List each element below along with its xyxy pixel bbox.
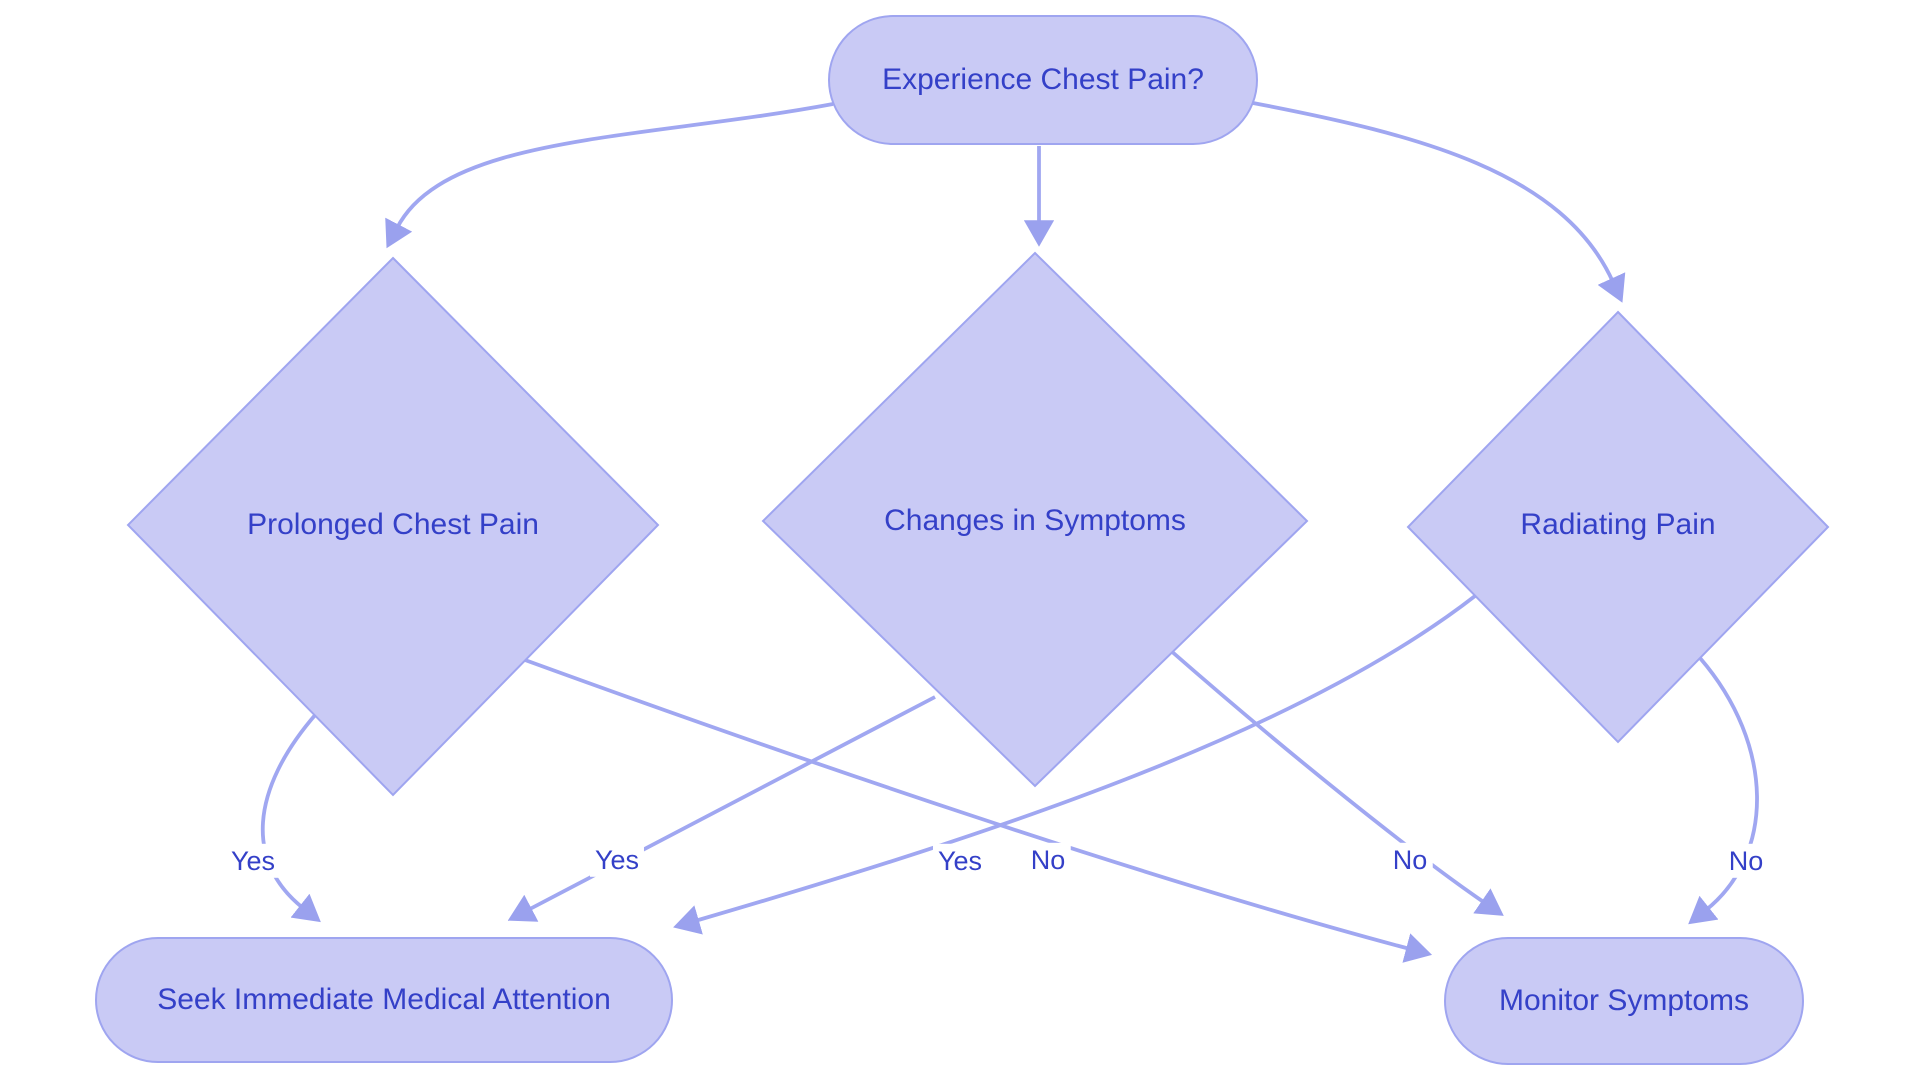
edge-prolonged-yes-to-seek [260,712,321,923]
edge-label-radiating-no: No [1723,843,1769,879]
decision-changes-in-symptoms-label: Changes in Symptoms [884,504,1186,537]
edge-start-to-prolonged [385,102,834,249]
edge-radiating-no-to-monitor [1688,656,1759,925]
decision-radiating-pain-label: Radiating Pain [1520,508,1716,541]
edge-label-prolonged-yes: Yes [225,843,281,879]
decision-prolonged-chest-pain-label: Prolonged Chest Pain [247,508,539,541]
start-node: Experience Chest Pain? [828,15,1258,145]
edge-changes-no-to-monitor [1168,648,1504,916]
decision-changes-in-symptoms-shape [761,251,1309,788]
edge-label-changes-yes: Yes [589,842,645,878]
edge-start-to-radiating [1252,101,1626,303]
edge-label-changes-no: No [1387,842,1433,878]
edge-label-prolonged-no: No [1025,842,1071,878]
edge-changes-yes-to-seek [507,695,936,922]
decision-radiating-pain-shape [1406,310,1830,744]
edge-radiating-yes-to-seek [673,594,1477,935]
outcome-monitor-symptoms: Monitor Symptoms [1444,937,1804,1065]
monitor-node-label: Monitor Symptoms [1498,984,1750,1017]
start-node-label: Experience Chest Pain? [882,63,1204,96]
decision-prolonged-chest-pain-shape [126,256,660,797]
edge-prolonged-no-to-monitor [524,658,1433,963]
edge-label-radiating-yes: Yes [932,843,988,879]
outcome-seek-immediate-medical-attention: Seek Immediate Medical Attention [95,937,673,1063]
seek-node-label: Seek Immediate Medical Attention [157,983,611,1016]
